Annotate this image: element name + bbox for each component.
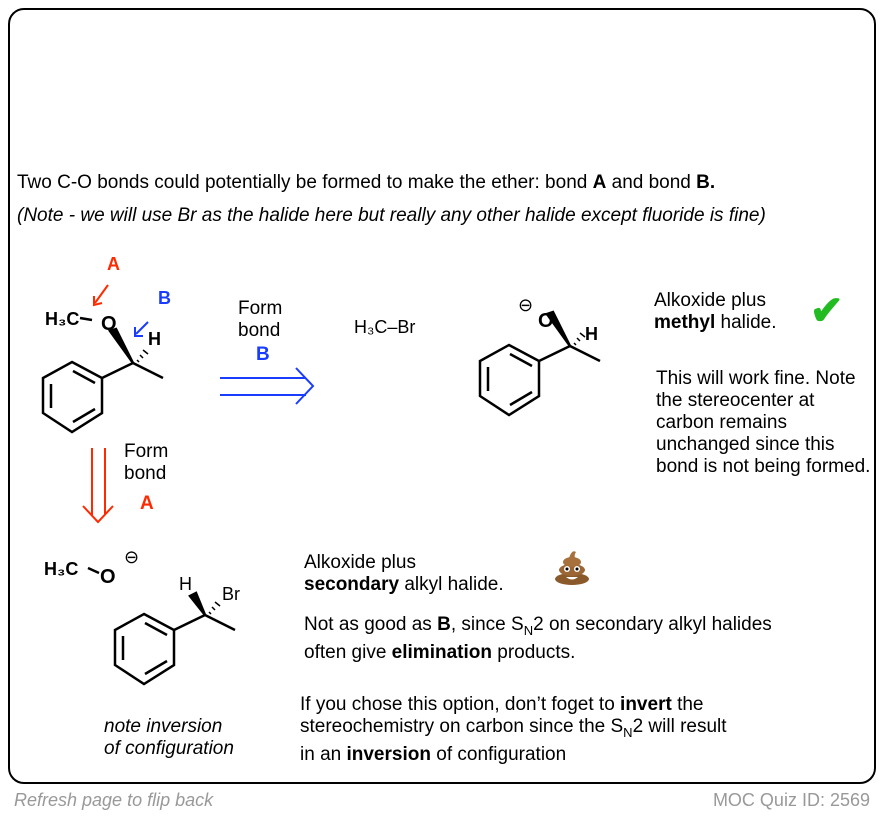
text: stereochemistry on carbon since the S: [300, 716, 624, 737]
alkyl-bromide: [113, 591, 236, 686]
option-a-description: Not as good as B, since SN2 on secondary…: [304, 614, 772, 664]
alkoxide: [478, 310, 601, 417]
text: note inversion: [104, 716, 223, 737]
methyl-label: H₃C: [45, 309, 79, 329]
poop-icon: [555, 551, 589, 585]
text: the: [671, 694, 704, 715]
arrow-b-label: Form: [238, 298, 282, 319]
text: inversion: [346, 743, 431, 765]
bond-a-label: A: [592, 172, 607, 193]
text: , since S: [450, 614, 524, 635]
retro-arrow-a-icon: [82, 448, 114, 524]
option-b-title-text: Alkoxide plus: [654, 290, 766, 311]
starting-ether: [41, 316, 164, 434]
bromine-label: Br: [222, 584, 240, 604]
halide-note: (Note - we will use Br as the halide her…: [17, 205, 766, 226]
text: Not as good as: [304, 614, 438, 635]
option-a-title-text: Alkoxide plus: [304, 552, 416, 573]
option-a-title-post: alkyl halide.: [399, 574, 504, 595]
inversion-note: If you chose this option, don’t foget to…: [300, 694, 727, 766]
text: If you chose this option, don’t foget to: [300, 694, 621, 715]
text: 2 will result: [632, 716, 727, 737]
option-b-title-post: halide.: [715, 312, 777, 333]
hydrogen-label: H: [179, 574, 192, 594]
bond-b-label: B.: [696, 172, 716, 193]
hydrogen-label: H: [585, 324, 598, 344]
bond-a-arrow-icon: [93, 284, 109, 307]
arrow-b-letter: B: [256, 344, 270, 365]
text: 2 on secondary alkyl halides: [533, 614, 772, 635]
text: invert: [620, 694, 672, 715]
arrow-a-label: bond: [124, 463, 166, 484]
checkmark-icon: ✔: [810, 289, 844, 333]
methyl-bromide: H₃C–Br: [354, 317, 415, 337]
arrow-a-letter: A: [140, 493, 154, 514]
text: products.: [491, 641, 576, 663]
option-a-bold: secondary: [304, 574, 400, 595]
refresh-hint[interactable]: Refresh page to flip back: [14, 790, 214, 810]
quiz-id: MOC Quiz ID: 2569: [712, 790, 870, 810]
intro-line: Two C-O bonds could potentially be forme…: [17, 172, 593, 193]
option-b-description: This will work fine. Note the stereocent…: [656, 368, 871, 477]
bond-b-arrow-icon: [134, 321, 149, 337]
intro-line-mid: and bond: [606, 172, 697, 193]
text: of configuration: [430, 743, 567, 765]
methyl-label: H₃C: [44, 559, 78, 579]
negative-charge-icon: ⊖: [518, 295, 533, 315]
bond-a-marker: A: [107, 254, 120, 274]
text: in an: [300, 743, 347, 765]
oxygen-label: O: [101, 313, 117, 335]
text: B: [437, 614, 451, 635]
oxygen-label: O: [100, 566, 116, 588]
intro-text: Two C-O bonds could potentially be forme…: [17, 172, 715, 194]
text: elimination: [391, 641, 492, 663]
text: N: [623, 724, 633, 740]
option-b-bold: methyl: [654, 312, 716, 333]
hydrogen-label: H: [148, 329, 161, 349]
text: of configuration: [104, 738, 234, 759]
text: N: [523, 622, 534, 638]
arrow-a-label: Form: [124, 441, 168, 462]
negative-charge-icon: ⊖: [124, 547, 139, 567]
text: often give: [304, 641, 392, 663]
retro-arrow-b-icon: [220, 367, 315, 405]
arrow-b-label: bond: [238, 320, 280, 341]
oxygen-label: O: [538, 310, 554, 332]
bond-b-marker: B: [158, 288, 171, 308]
quiz-card[interactable]: [8, 8, 876, 784]
